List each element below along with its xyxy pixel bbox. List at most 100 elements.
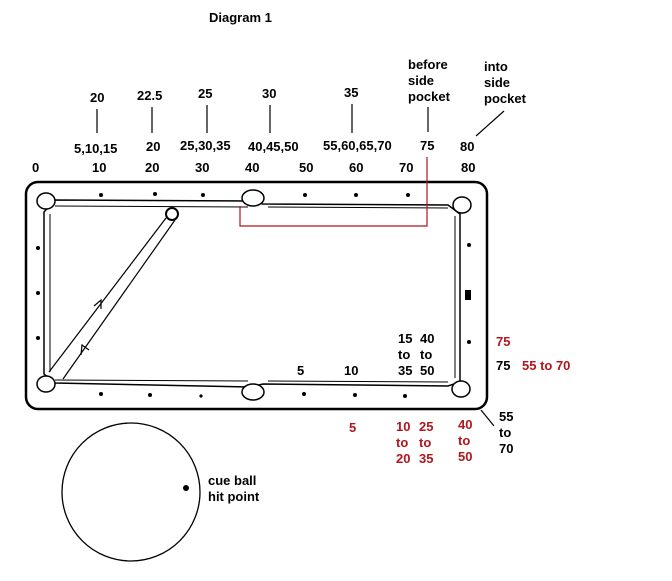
cushion-edge-line bbox=[54, 379, 249, 382]
aim-label-35: 35 bbox=[344, 85, 358, 100]
diamond bbox=[199, 394, 203, 398]
diamond bbox=[36, 246, 40, 250]
before-label-line-1: before bbox=[408, 57, 448, 72]
inner-label-5: 5 bbox=[297, 363, 304, 378]
mid-label-55-to-70: 55,60,65,70 bbox=[323, 138, 392, 153]
scale-30: 30 bbox=[195, 160, 209, 175]
arrow-up-icon bbox=[93, 298, 102, 309]
shot-path bbox=[48, 217, 176, 380]
before-label-line-2: side bbox=[408, 73, 434, 88]
inner-col-b-line-1: 40 bbox=[420, 331, 434, 346]
red-side-pocket-path bbox=[239, 157, 428, 227]
diamond bbox=[302, 392, 306, 396]
cue-ball-hit-point bbox=[183, 485, 189, 491]
mid-label-5-10-15: 5,10,15 bbox=[74, 141, 117, 156]
diamond bbox=[99, 392, 103, 396]
table-outer-rail bbox=[24, 180, 489, 411]
cue-ball-label-line-2: hit point bbox=[208, 489, 260, 504]
right-red-55-to-70: 55 to 70 bbox=[522, 358, 570, 373]
inner-label-10: 10 bbox=[344, 363, 358, 378]
below-red-col-c-line-1: 40 bbox=[458, 417, 472, 432]
right-black-75: 75 bbox=[496, 358, 510, 373]
mid-label-80: 80 bbox=[460, 139, 474, 154]
pocket-top-side bbox=[241, 189, 265, 207]
rail-diamonds bbox=[36, 192, 471, 398]
shot-line-out bbox=[48, 217, 167, 373]
diamond bbox=[353, 393, 357, 397]
corner-pocket-connector bbox=[480, 409, 495, 427]
mid-label-75: 75 bbox=[420, 138, 434, 153]
pocket-bottom-side bbox=[241, 383, 265, 401]
below-red-col-a-line-2: to bbox=[396, 435, 408, 450]
arrow-down-icon bbox=[80, 343, 90, 356]
aim-label-20: 20 bbox=[90, 90, 104, 105]
into-label-line-3: pocket bbox=[484, 91, 527, 106]
diamond bbox=[201, 193, 205, 197]
cushion-edge-line bbox=[267, 380, 449, 383]
cue-ball-outline bbox=[61, 422, 201, 562]
below-red-col-a-line-3: 20 bbox=[396, 451, 410, 466]
below-black-line-1: 55 bbox=[499, 409, 513, 424]
diamond bbox=[148, 393, 152, 397]
below-red-col-c-line-3: 50 bbox=[458, 449, 472, 464]
pocket-top-left bbox=[36, 192, 56, 210]
below-black-line-2: to bbox=[499, 425, 511, 440]
aim-connector-lines bbox=[96, 104, 505, 137]
below-red-col-a-line-1: 10 bbox=[396, 419, 410, 434]
table-cushion bbox=[43, 199, 461, 388]
cue-ball-diagram: cue ball hit point bbox=[61, 422, 260, 562]
scale-20: 20 bbox=[145, 160, 159, 175]
into-label-line-1: into bbox=[484, 59, 508, 74]
before-label-line-3: pocket bbox=[408, 89, 451, 104]
shot-line-back bbox=[62, 219, 176, 380]
connector-line bbox=[475, 110, 505, 137]
cue-ball-label-line-1: cue ball bbox=[208, 473, 256, 488]
scale-10: 10 bbox=[92, 160, 106, 175]
before-side-pocket-note: before side pocket bbox=[408, 57, 451, 104]
rail-marker bbox=[465, 290, 471, 300]
scale-80: 80 bbox=[461, 160, 475, 175]
diamond bbox=[467, 243, 471, 247]
object-ball bbox=[165, 207, 179, 221]
scale-60: 60 bbox=[349, 160, 363, 175]
diamond bbox=[36, 336, 40, 340]
pocket-top-right bbox=[452, 196, 472, 214]
diagram-title: Diagram 1 bbox=[209, 10, 272, 25]
inner-col-b-line-2: to bbox=[420, 347, 432, 362]
diamond bbox=[99, 193, 103, 197]
mid-label-25-30-35: 25,30,35 bbox=[180, 138, 231, 153]
diamond bbox=[36, 291, 40, 295]
diamond bbox=[406, 193, 410, 197]
scale-0: 0 bbox=[32, 160, 39, 175]
diamond bbox=[403, 394, 407, 398]
scale-70: 70 bbox=[399, 160, 413, 175]
inner-col-a-line-3: 35 bbox=[398, 363, 412, 378]
diamond bbox=[153, 192, 157, 196]
pool-table: 5 10 15 to 35 40 to 50 bbox=[24, 157, 489, 411]
aim-label-22-5: 22.5 bbox=[137, 88, 162, 103]
below-red-5: 5 bbox=[349, 420, 356, 435]
below-red-col-b-line-1: 25 bbox=[419, 419, 433, 434]
diamond bbox=[467, 340, 471, 344]
pocket-bottom-right bbox=[451, 380, 471, 398]
into-label-line-2: side bbox=[484, 75, 510, 90]
pocket-bottom-left bbox=[36, 375, 56, 393]
below-red-col-c-line-2: to bbox=[458, 433, 470, 448]
inner-col-a-line-1: 15 bbox=[398, 331, 412, 346]
aim-label-30: 30 bbox=[262, 86, 276, 101]
mid-label-20: 20 bbox=[146, 139, 160, 154]
diamond bbox=[303, 193, 307, 197]
aim-label-25: 25 bbox=[198, 86, 212, 101]
cushion-edge-line bbox=[54, 205, 249, 208]
into-side-pocket-note: into side pocket bbox=[484, 59, 527, 106]
inner-col-b-line-3: 50 bbox=[420, 363, 434, 378]
diamond bbox=[354, 193, 358, 197]
cushion-edge-line bbox=[267, 206, 449, 209]
mid-label-40-45-50: 40,45,50 bbox=[248, 139, 299, 154]
inner-col-a-line-2: to bbox=[398, 347, 410, 362]
scale-40: 40 bbox=[245, 160, 259, 175]
below-red-col-b-line-3: 35 bbox=[419, 451, 433, 466]
scale-50: 50 bbox=[299, 160, 313, 175]
right-red-75: 75 bbox=[496, 334, 510, 349]
